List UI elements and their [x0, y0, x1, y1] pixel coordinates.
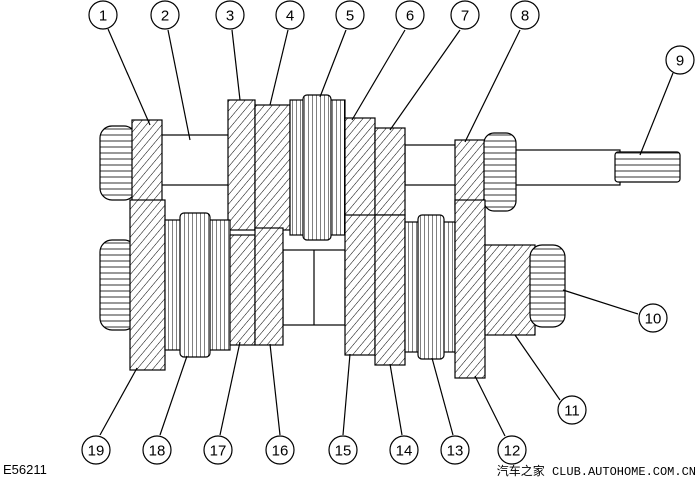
callout-15: 15	[328, 435, 358, 465]
svg-text:19: 19	[88, 443, 105, 460]
svg-text:3: 3	[226, 8, 234, 25]
callout-17: 17	[203, 435, 233, 465]
callout-5: 5	[335, 0, 365, 30]
svg-text:13: 13	[447, 443, 464, 460]
gear	[374, 214, 406, 366]
callout-18: 18	[142, 435, 172, 465]
callout-19: 19	[81, 435, 111, 465]
synchro-sleeve	[302, 94, 332, 241]
gear	[454, 199, 486, 379]
bearing	[483, 132, 517, 212]
svg-text:6: 6	[406, 8, 414, 25]
gear	[344, 117, 376, 226]
svg-text:8: 8	[521, 8, 529, 25]
callout-2: 2	[150, 0, 180, 30]
watermark: 汽车之家 CLUB.AUTOHOME.COM.CN	[496, 465, 696, 479]
svg-text:9: 9	[676, 53, 684, 70]
svg-text:1: 1	[99, 8, 107, 25]
svg-text:12: 12	[504, 443, 521, 460]
bearing	[529, 244, 566, 328]
callout-1: 1	[88, 0, 118, 30]
svg-text:16: 16	[272, 443, 289, 460]
svg-text:14: 14	[396, 443, 413, 460]
gear	[254, 104, 291, 231]
svg-text:5: 5	[346, 8, 354, 25]
callout-16: 16	[265, 435, 295, 465]
svg-text:18: 18	[149, 443, 166, 460]
callout-8: 8	[510, 0, 540, 30]
shaft-section	[159, 134, 236, 186]
gear	[129, 199, 166, 371]
callout-3: 3	[215, 0, 245, 30]
callout-4: 4	[275, 0, 305, 30]
svg-text:17: 17	[210, 443, 227, 460]
shaft-section	[404, 144, 461, 186]
callout-13: 13	[440, 435, 470, 465]
gear	[344, 214, 376, 356]
callout-11: 11	[557, 395, 587, 425]
output-spline	[614, 151, 681, 183]
callout-10: 10	[638, 303, 668, 333]
gear	[484, 244, 536, 336]
gear	[229, 234, 256, 346]
callout-9: 9	[665, 45, 695, 75]
svg-text:2: 2	[161, 8, 169, 25]
input-shaft-assembly	[99, 94, 681, 241]
gear	[374, 127, 406, 216]
countershaft-assembly	[99, 199, 566, 379]
gear	[254, 227, 284, 346]
callout-14: 14	[389, 435, 419, 465]
callout-6: 6	[395, 0, 425, 30]
svg-text:11: 11	[564, 403, 580, 420]
output-shaft	[511, 149, 621, 186]
bearing	[99, 125, 137, 201]
callout-7: 7	[450, 0, 480, 30]
synchro-sleeve	[417, 214, 445, 360]
svg-text:7: 7	[461, 8, 469, 25]
gear	[227, 99, 256, 231]
figure-code: E56211	[3, 462, 47, 477]
svg-text:4: 4	[286, 8, 294, 25]
synchro-sleeve	[179, 212, 211, 358]
leader-lines	[99, 28, 674, 437]
svg-text:10: 10	[645, 311, 662, 328]
svg-text:15: 15	[335, 443, 352, 460]
callout-12: 12	[497, 435, 527, 465]
